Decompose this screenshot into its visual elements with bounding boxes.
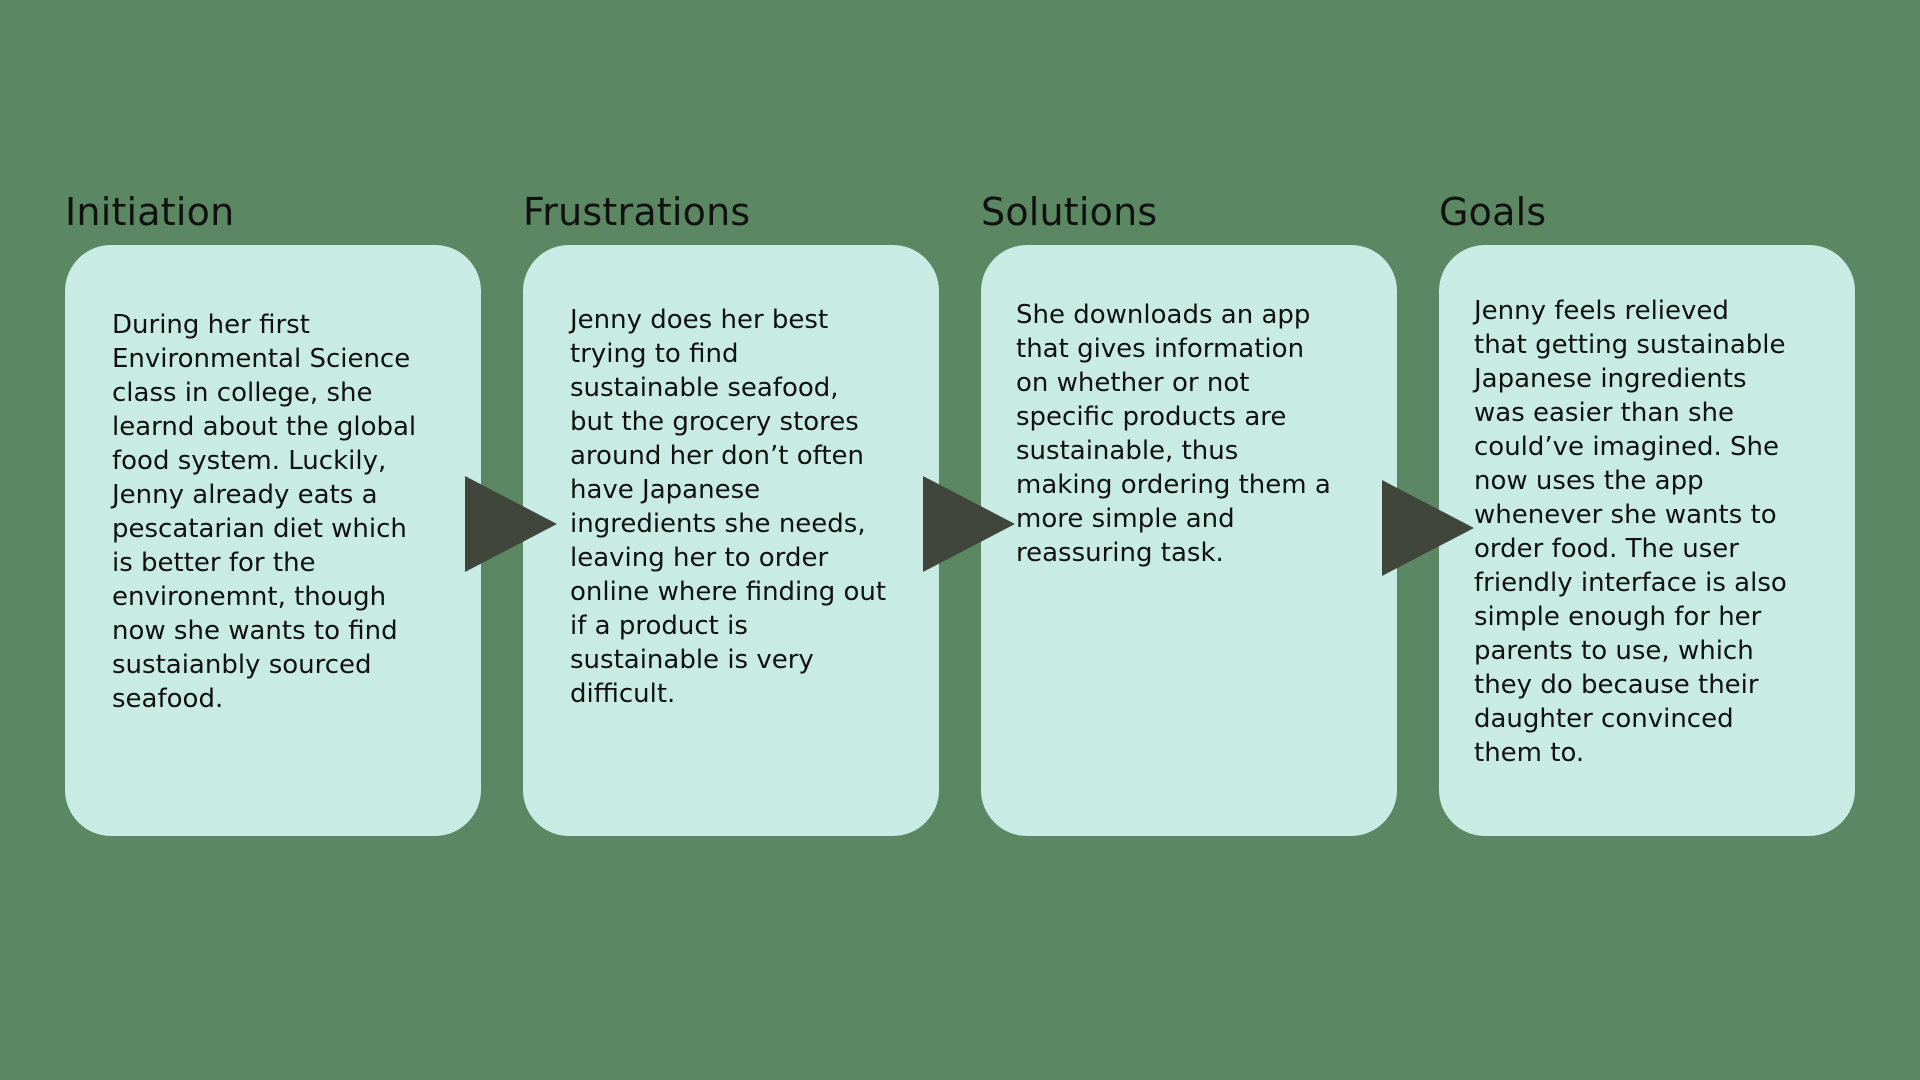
right-triangle-arrow-icon (923, 476, 1015, 572)
stage-card-text: She downloads an app that gives informat… (1016, 300, 1331, 568)
stage-title-frustrations: Frustrations (523, 190, 751, 234)
right-triangle-arrow-icon (1382, 480, 1474, 576)
stage-title-initiation: Initiation (65, 190, 235, 234)
stage-card-solutions: She downloads an app that gives informat… (981, 245, 1397, 836)
stage-title-goals: Goals (1439, 190, 1547, 234)
stage-card-goals: Jenny feels relieved that getting sustai… (1439, 245, 1855, 836)
right-triangle-arrow-icon (465, 476, 557, 572)
stage-card-initiation: During her first Environmental Science c… (65, 245, 481, 836)
stage-card-text: During her first Environmental Science c… (112, 310, 417, 714)
stage-card-text: Jenny does her best trying to find susta… (570, 305, 887, 709)
stage-card-text: Jenny feels relieved that getting sustai… (1474, 296, 1787, 768)
stage-title-solutions: Solutions (981, 190, 1158, 234)
stage-card-frustrations: Jenny does her best trying to find susta… (523, 245, 939, 836)
